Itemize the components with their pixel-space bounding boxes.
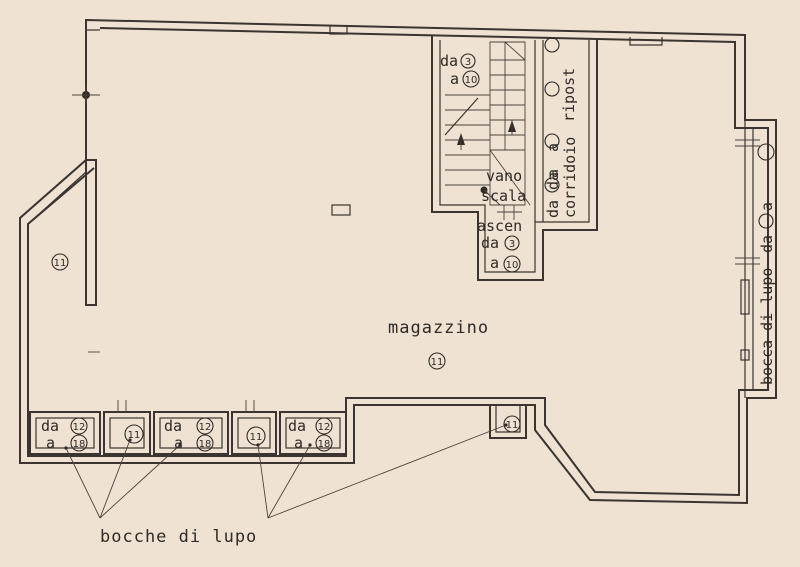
ascen-range-a: a [490,254,499,272]
right-well-range-da: da [758,235,776,253]
corridoio-range-a: a [544,169,562,178]
room-code-magazzino: 11 [431,357,444,368]
corridoio-name-group: corridoio [561,137,579,218]
room-label-ascen: ascen [477,217,522,235]
corridoio-range-da: da [544,200,562,218]
well5-from: 12 [318,422,331,433]
well3-a: a [174,434,183,452]
stair-range-a: a [450,70,459,88]
right-well-range-group: da a [758,202,776,253]
bottom-light-wells [29,400,527,455]
well1-da: da [41,417,59,435]
well3-da: da [164,417,182,435]
riposti-label-group: da a [544,143,562,190]
room-label-magazzino: magazzino [388,318,489,338]
stair-treads [444,41,531,206]
leader-lines [64,423,508,519]
right-well-range-a: a [758,202,776,211]
ascen-range-da: da [481,234,499,252]
bottom-wells-label: bocche di lupo [100,527,257,547]
room-label-scala: scala [481,187,526,205]
left-partition [27,159,100,353]
riposti-name-group: ripost [560,68,578,122]
elevator-mark [497,205,522,220]
well5-to: 18 [318,439,331,450]
ascen-range-from: 3 [509,239,515,250]
well3-from: 12 [199,422,212,433]
room-label-vano: vano [486,167,522,185]
well4-code: 11 [250,432,263,443]
column-marker [331,204,351,216]
well6-code: 11 [506,420,519,431]
well1-a: a [46,434,55,452]
right-light-well [735,120,760,398]
well1-to: 18 [73,439,86,450]
left-column [72,30,100,160]
room-label-corridoio: corridoio [561,137,579,218]
stair-block [431,36,598,281]
riposti-range-da: da [544,172,562,190]
right-well-label-group: bocca di lupo [758,268,776,385]
stair-range-from: 3 [465,57,471,68]
room-code-left: 11 [54,258,67,269]
well5-a: a [294,434,303,452]
well5-da: da [288,417,306,435]
stair-range-da: da [440,52,458,70]
well3-to: 18 [199,439,212,450]
room-label-riposti: ripost [560,68,578,122]
stair-range-to: 10 [465,75,478,86]
ascen-range-to: 10 [506,260,519,271]
well2-code: 11 [128,430,141,441]
right-well-label: bocca di lupo [758,268,776,385]
corridoio-range-group: da a [544,169,562,218]
well1-from: 12 [73,422,86,433]
